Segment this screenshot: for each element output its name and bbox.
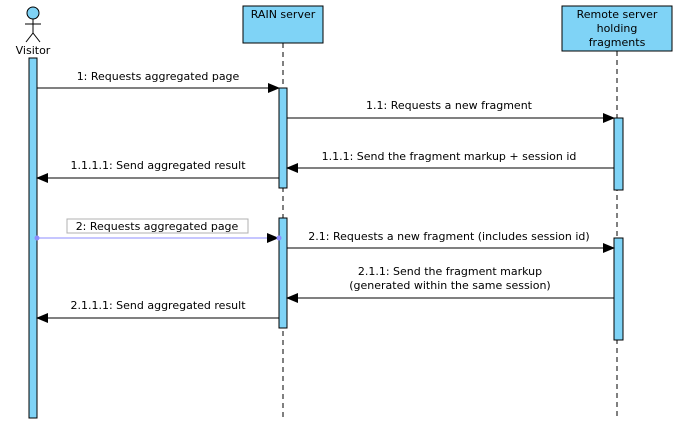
- remote-server-label-line-2: holding: [597, 22, 638, 35]
- message-1-1-1-1-label: 1.1.1.1: Send aggregated result: [70, 159, 246, 172]
- message-2-1-label: 2.1: Requests a new fragment (includes s…: [308, 230, 589, 243]
- remote-activation-1[interactable]: [613, 117, 624, 191]
- message-1-1-1-label: 1.1.1: Send the fragment markup + sessio…: [322, 150, 577, 163]
- message-2-1-1-label-line-2: (generated within the same session): [349, 279, 550, 292]
- rain-activation-2[interactable]: [278, 217, 288, 329]
- message-2-label-box: [66, 218, 249, 234]
- message-1-label: 1: Requests aggregated page: [77, 70, 240, 83]
- message-1-1-label: 1.1: Requests a new fragment: [366, 99, 533, 112]
- visitor-label: Visitor: [16, 44, 51, 57]
- message-2-label: 2: Requests aggregated page: [76, 220, 239, 233]
- message-2-1-1-1-label: 2.1.1.1: Send aggregated result: [70, 299, 246, 312]
- message-2-1-1-label-line-1: 2.1.1: Send the fragment markup: [358, 265, 542, 278]
- rain-server-box[interactable]: [242, 5, 324, 44]
- message-2-arrowhead: [267, 233, 279, 243]
- message-2-start-handle[interactable]: [34, 235, 40, 241]
- remote-server-label-line-1: Remote server: [577, 8, 658, 21]
- rain-server-label: RAIN server: [251, 8, 316, 21]
- remote-server-label-line-3: fragments: [589, 36, 646, 49]
- rain-activation-1[interactable]: [278, 87, 288, 189]
- remote-server-box[interactable]: [561, 5, 673, 52]
- remote-activation-2[interactable]: [613, 237, 624, 341]
- message-2-end-handle[interactable]: [276, 235, 282, 241]
- visitor-actor-icon[interactable]: [25, 6, 41, 43]
